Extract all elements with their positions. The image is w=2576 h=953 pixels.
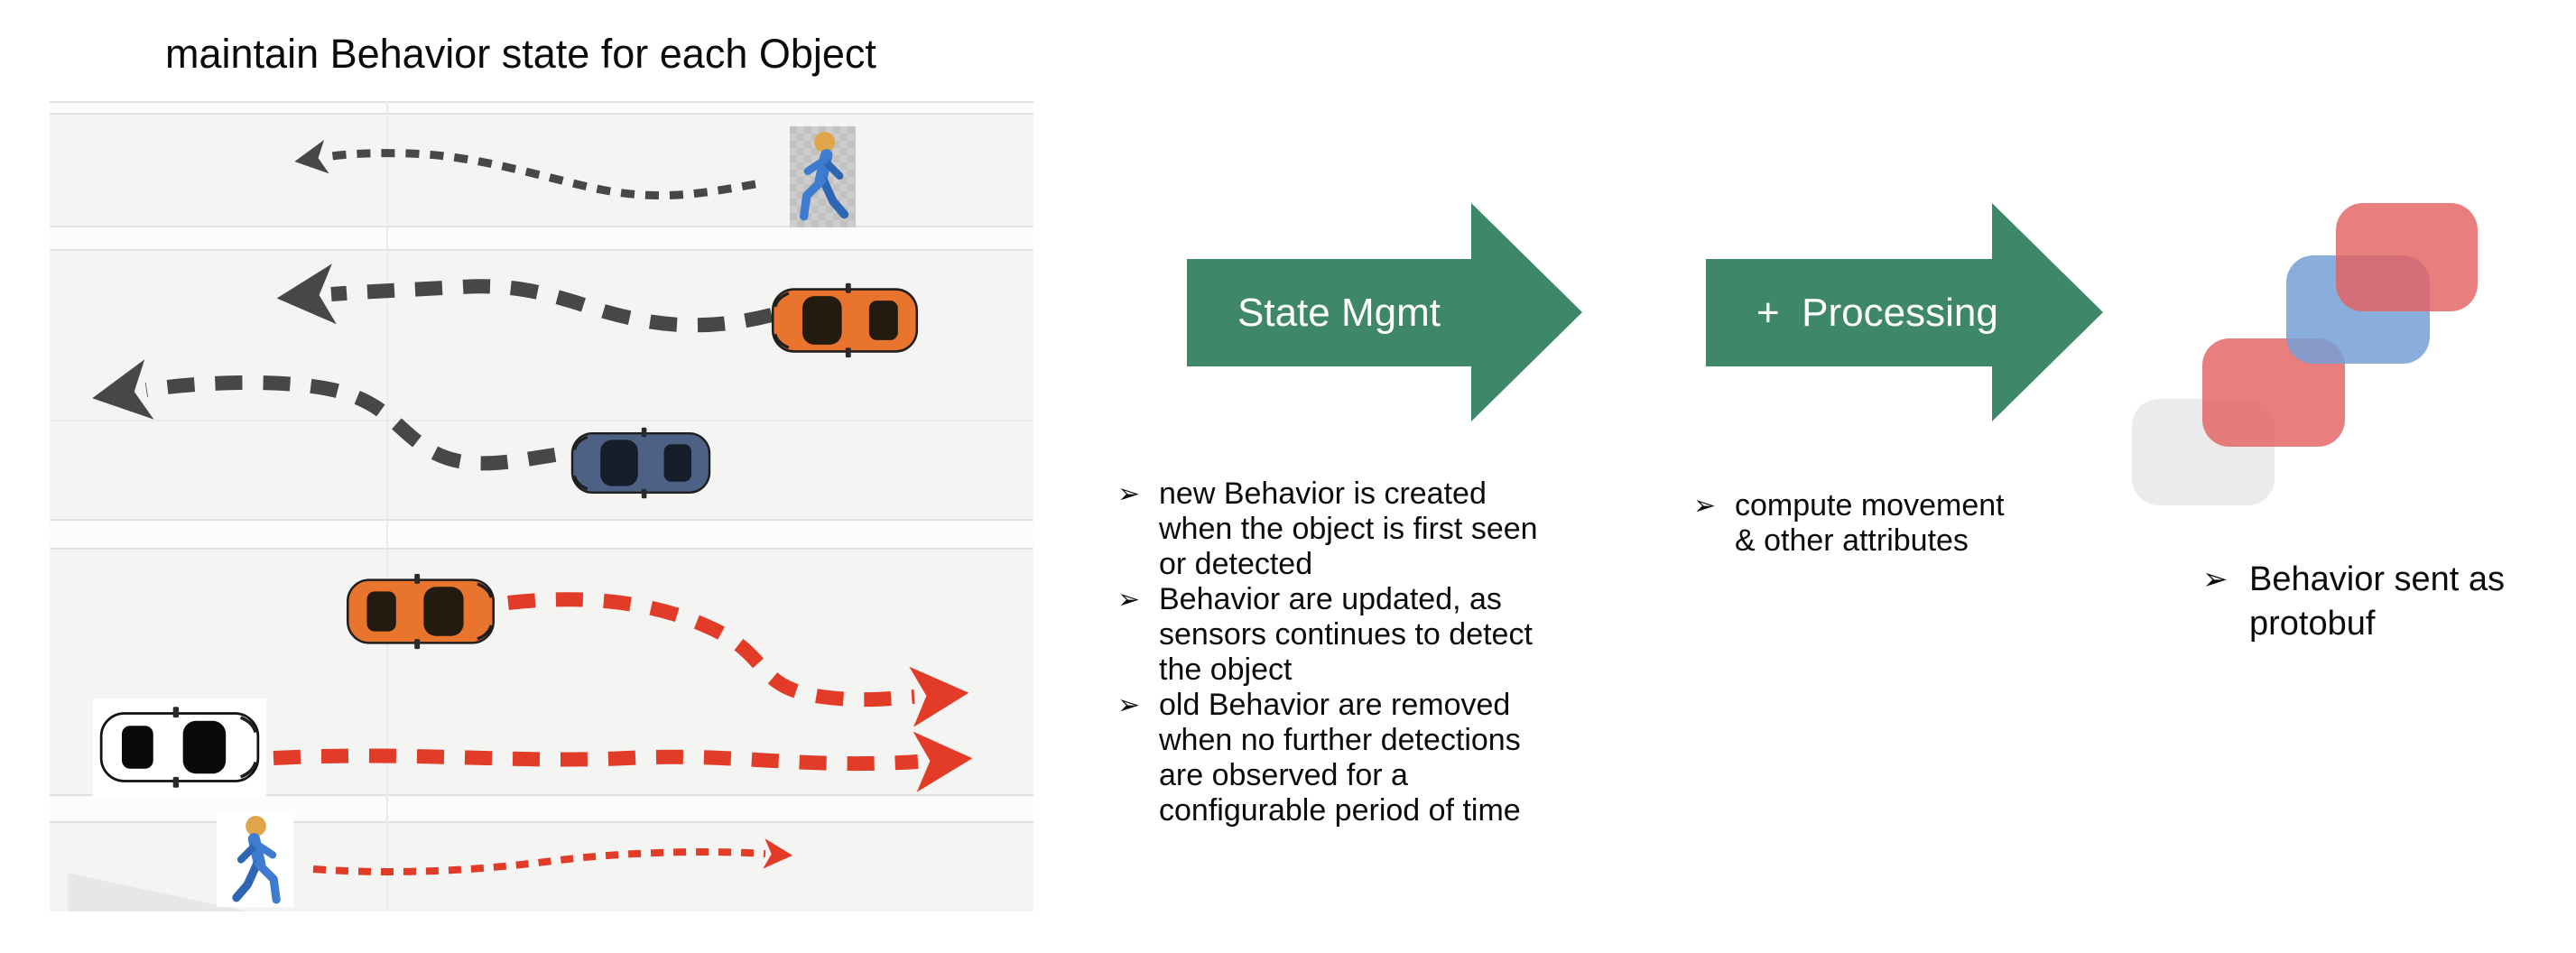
pedestrian-icon <box>790 126 856 227</box>
bullet-text: old Behavior are removed when no further… <box>1159 688 1521 828</box>
bullet-text: Behavior are updated, as sensors continu… <box>1159 582 1533 687</box>
orange-car-icon <box>769 280 921 361</box>
list-item: ➢ compute movement & other attributes <box>1693 488 2145 559</box>
white-car-icon <box>93 699 266 796</box>
bullet-arrow-icon: ➢ <box>1117 479 1141 509</box>
bullet-arrow-icon: ➢ <box>1117 585 1141 615</box>
pedestrian-left-trail-arrow <box>294 140 756 200</box>
processing-bullet-list: ➢ compute movement & other attributes <box>1693 488 2145 559</box>
state-mgmt-arrow: State Mgmt <box>1187 203 1582 422</box>
output-bullet-list: ➢ Behavior sent as protobuf <box>2202 558 2576 646</box>
orange-car-right-trail-arrow <box>507 592 969 727</box>
pedestrian-right-trail-arrow <box>312 838 793 876</box>
bullet-arrow-icon: ➢ <box>2202 562 2229 597</box>
pedestrian-icon <box>217 814 293 907</box>
bullet-text: new Behavior is created when the object … <box>1159 476 1538 581</box>
state-mgmt-arrow-label: State Mgmt <box>1237 290 1441 335</box>
blue-car-icon <box>566 427 716 499</box>
list-item: ➢ old Behavior are removed when no furth… <box>1117 688 1668 828</box>
road-top-edge <box>50 101 1033 115</box>
road-marking-line <box>386 101 388 911</box>
protobuf-square-red <box>2336 203 2478 311</box>
bullet-arrow-icon: ➢ <box>1117 690 1141 720</box>
processing-arrow: + Processing <box>1706 203 2103 422</box>
orange-car-left-trail-arrow <box>276 264 774 333</box>
bullet-arrow-icon: ➢ <box>1693 491 1717 521</box>
orange-car-icon <box>343 573 498 650</box>
lane-separator <box>50 519 1033 550</box>
bullet-text: compute movement & other attributes <box>1735 488 2005 558</box>
blue-car-left-trail-arrow <box>92 359 557 471</box>
lane-separator <box>50 794 1033 823</box>
road-scene <box>50 101 1033 911</box>
list-item: ➢ new Behavior is created when the objec… <box>1117 476 1668 582</box>
page-title: maintain Behavior state for each Object <box>165 31 876 77</box>
processing-arrow-label: + Processing <box>1756 290 1998 335</box>
list-item: ➢ Behavior are updated, as sensors conti… <box>1117 582 1668 688</box>
lane-divider-line <box>50 420 1033 421</box>
state-mgmt-bullet-list: ➢ new Behavior is created when the objec… <box>1117 476 1668 828</box>
list-item: ➢ Behavior sent as protobuf <box>2202 558 2576 646</box>
trajectory-arrows <box>92 140 973 876</box>
bullet-text: Behavior sent as protobuf <box>2249 560 2506 643</box>
white-car-right-trail-arrow <box>273 731 973 792</box>
lane-separator <box>50 226 1033 251</box>
